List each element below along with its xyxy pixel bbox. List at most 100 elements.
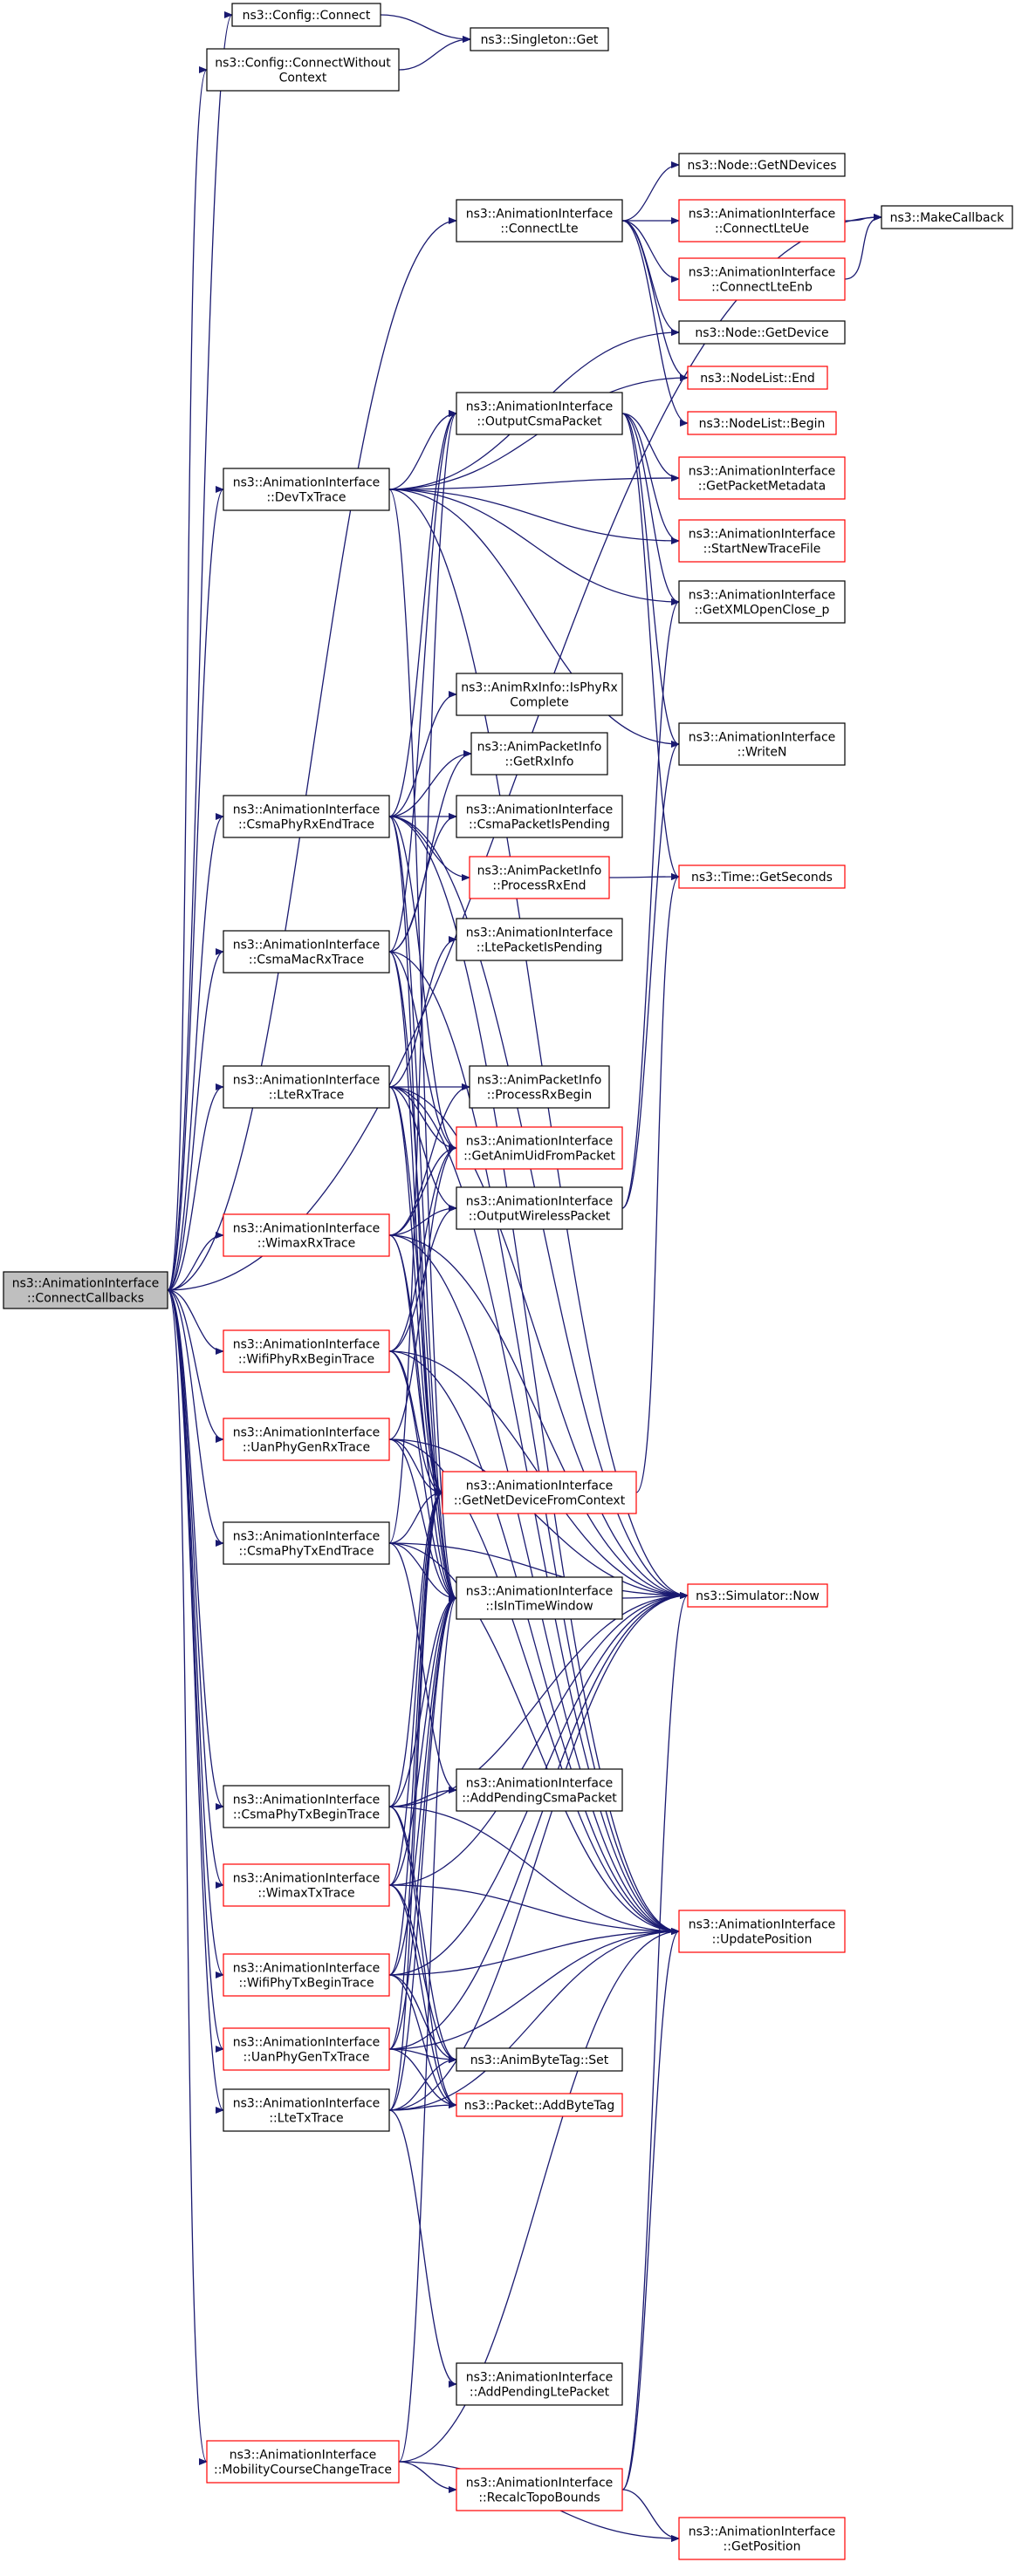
node-csma-phy-rx-end[interactable]: ns3::AnimationInterface::CsmaPhyRxEndTra… — [223, 795, 390, 838]
node-process-rx-end[interactable]: ns3::AnimPacketInfo::ProcessRxEnd — [469, 856, 610, 899]
node-label: ::WriteN — [737, 746, 787, 760]
node-wifi-phy-tx-begin[interactable]: ns3::AnimationInterface::WifiPhyTxBeginT… — [223, 1953, 390, 1997]
node-singleton-get[interactable]: ns3::Singleton::Get — [470, 27, 609, 51]
node-csma-phy-tx-end[interactable]: ns3::AnimationInterface::CsmaPhyTxEndTra… — [223, 1521, 390, 1565]
node-get-rx-info[interactable]: ns3::AnimPacketInfo::GetRxInfo — [470, 732, 608, 776]
node-update-position[interactable]: ns3::AnimationInterface::UpdatePosition — [678, 1910, 846, 1953]
node-node-getdevice[interactable]: ns3::Node::GetDevice — [678, 320, 846, 345]
node-box — [223, 468, 390, 511]
node-label: ::GetPosition — [724, 2540, 801, 2554]
node-box — [223, 1863, 390, 1907]
node-label: ::OutputWirelessPacket — [469, 1210, 611, 1224]
node-box — [470, 732, 608, 776]
node-connect-lte-enb[interactable]: ns3::AnimationInterface::ConnectLteEnb — [678, 257, 846, 301]
node-get-anim-uid[interactable]: ns3::AnimationInterface::GetAnimUidFromP… — [456, 1126, 623, 1170]
node-cfg-connect[interactable]: ns3::Config::Connect — [231, 3, 381, 27]
node-uan-phy-gen-tx[interactable]: ns3::AnimationInterface::UanPhyGenTxTrac… — [223, 2027, 390, 2071]
node-csma-phy-tx-begin[interactable]: ns3::AnimationInterface::CsmaPhyTxBeginT… — [223, 1785, 390, 1828]
edge-cfg-connect-to-singleton-get — [380, 14, 471, 43]
node-make-callback[interactable]: ns3::MakeCallback — [881, 205, 1013, 229]
node-box — [456, 392, 623, 435]
node-lte-packet-is-pending[interactable]: ns3::AnimationInterface::LtePacketIsPend… — [456, 918, 623, 961]
node-label: ns3::AnimPacketInfo — [477, 1074, 602, 1088]
edge-devtx-trace-to-get-packet-metadata — [388, 475, 680, 490]
edge-output-csma-packet-to-get-xml-open-close — [621, 413, 680, 605]
node-box — [231, 3, 381, 27]
edge-get-net-device-to-time-get-seconds — [635, 873, 680, 1493]
node-root[interactable]: ns3::AnimationInterface::ConnectCallback… — [3, 1271, 168, 1309]
edge-csma-mac-rx-to-get-net-device — [388, 951, 443, 1496]
node-label: Complete — [510, 696, 568, 710]
node-label: ::WifiPhyTxBeginTrace — [238, 1977, 374, 1991]
node-box — [678, 2517, 846, 2560]
node-uan-phy-gen-rx[interactable]: ns3::AnimationInterface::UanPhyGenRxTrac… — [223, 1418, 390, 1461]
edge-wimax-tx-to-anim-byte-tag-set — [388, 1884, 457, 2063]
node-get-xml-open-close[interactable]: ns3::AnimationInterface::GetXMLOpenClose… — [678, 580, 846, 624]
edge-root-to-cfg-connect — [167, 11, 233, 1291]
edge-csma-phy-rx-end-to-is-phy-rx-complete — [388, 691, 457, 817]
edge-csma-phy-rx-end-to-update-position — [388, 816, 680, 1935]
node-process-rx-begin[interactable]: ns3::AnimPacketInfo::ProcessRxBegin — [469, 1065, 610, 1109]
node-start-new-trace-file[interactable]: ns3::AnimationInterface::StartNewTraceFi… — [678, 519, 846, 563]
node-add-pending-lte[interactable]: ns3::AnimationInterface::AddPendingLtePa… — [456, 2362, 623, 2406]
node-label: ns3::AnimationInterface — [233, 1074, 381, 1088]
edge-lte-tx-to-update-position — [388, 1928, 680, 2111]
node-output-csma-packet[interactable]: ns3::AnimationInterface::OutputCsmaPacke… — [456, 392, 623, 435]
node-label: ::UpdatePosition — [712, 1933, 813, 1947]
node-label: ns3::Time::GetSeconds — [691, 871, 833, 885]
node-csma-mac-rx[interactable]: ns3::AnimationInterface::CsmaMacRxTrace — [223, 930, 390, 974]
edge-wifi-phy-tx-begin-to-is-in-time-window — [388, 1595, 457, 1976]
node-box — [206, 48, 400, 92]
node-node-getndevices[interactable]: ns3::Node::GetNDevices — [678, 153, 846, 177]
node-wimax-tx[interactable]: ns3::AnimationInterface::WimaxTxTrace — [223, 1863, 390, 1907]
node-simulator-now[interactable]: ns3::Simulator::Now — [687, 1583, 828, 1608]
node-get-packet-metadata[interactable]: ns3::AnimationInterface::GetPacketMetada… — [678, 456, 846, 500]
edge-uan-phy-gen-rx-to-update-position — [388, 1438, 680, 1935]
edge-csma-phy-rx-end-to-get-rx-info — [388, 750, 472, 817]
node-lte-rx[interactable]: ns3::AnimationInterface::LteRxTrace — [223, 1065, 390, 1109]
node-box — [678, 580, 846, 624]
node-connect-lte[interactable]: ns3::AnimationInterface::ConnectLte — [456, 199, 623, 243]
node-packet-add-byte-tag[interactable]: ns3::Packet::AddByteTag — [456, 2093, 623, 2117]
node-anim-byte-tag-set[interactable]: ns3::AnimByteTag::Set — [456, 2047, 623, 2072]
edge-csma-phy-rx-end-to-is-in-time-window — [388, 816, 457, 1602]
edge-lte-rx-to-lte-packet-is-pending — [388, 936, 457, 1088]
node-label: ns3::MakeCallback — [890, 211, 1005, 225]
node-mobility-course-change[interactable]: ns3::AnimationInterface::MobilityCourseC… — [206, 2440, 400, 2484]
node-box — [456, 199, 623, 243]
node-box — [678, 320, 846, 345]
node-lte-tx[interactable]: ns3::AnimationInterface::LteTxTrace — [223, 2088, 390, 2132]
edge-wimax-rx-to-get-anim-uid — [388, 1145, 457, 1236]
node-is-in-time-window[interactable]: ns3::AnimationInterface::IsInTimeWindow — [456, 1576, 623, 1620]
node-write-n[interactable]: ns3::AnimationInterface::WriteN — [678, 722, 846, 766]
edge-root-to-mobility-course-change — [167, 1289, 208, 2465]
node-label: ns3::AnimationInterface — [689, 266, 836, 280]
node-devtx-trace[interactable]: ns3::AnimationInterface::DevTxTrace — [223, 468, 390, 511]
node-csma-packet-is-pending[interactable]: ns3::AnimationInterface::CsmaPacketIsPen… — [456, 795, 623, 838]
edge-root-to-wimax-rx — [167, 1232, 224, 1291]
node-get-net-device[interactable]: ns3::AnimationInterface::GetNetDeviceFro… — [442, 1471, 637, 1514]
node-connect-lte-ue[interactable]: ns3::AnimationInterface::ConnectLteUe — [678, 199, 846, 243]
node-wimax-rx[interactable]: ns3::AnimationInterface::WimaxRxTrace — [223, 1213, 390, 1257]
edge-uan-phy-gen-tx-to-update-position — [388, 1928, 680, 2050]
node-label: ns3::AnimationInterface — [233, 1338, 381, 1352]
edge-mobility-course-change-to-update-position — [398, 1928, 680, 2463]
node-output-wireless-packet[interactable]: ns3::AnimationInterface::OutputWirelessP… — [456, 1186, 623, 1230]
node-label: ns3::AnimByteTag::Set — [470, 2053, 609, 2067]
node-label: ::IsInTimeWindow — [485, 1600, 593, 1614]
node-get-position[interactable]: ns3::AnimationInterface::GetPosition — [678, 2517, 846, 2560]
edge-uan-phy-gen-tx-to-anim-byte-tag-set — [388, 2048, 457, 2063]
node-box — [881, 205, 1013, 229]
node-box — [678, 864, 846, 889]
node-nodelist-end[interactable]: ns3::NodeList::End — [687, 366, 828, 390]
edge-wimax-tx-to-update-position — [388, 1884, 680, 1935]
node-label: ns3::AnimationInterface — [233, 939, 381, 953]
node-add-pending-csma[interactable]: ns3::AnimationInterface::AddPendingCsmaP… — [456, 1768, 623, 1812]
node-wifi-phy-rx-begin[interactable]: ns3::AnimationInterface::WifiPhyRxBeginT… — [223, 1329, 390, 1373]
node-time-get-seconds[interactable]: ns3::Time::GetSeconds — [678, 864, 846, 889]
node-nodelist-begin[interactable]: ns3::NodeList::Begin — [687, 411, 837, 435]
node-recalc-topo-bounds[interactable]: ns3::AnimationInterface::RecalcTopoBound… — [456, 2468, 623, 2511]
edge-wimax-tx-to-get-net-device — [388, 1489, 443, 1886]
